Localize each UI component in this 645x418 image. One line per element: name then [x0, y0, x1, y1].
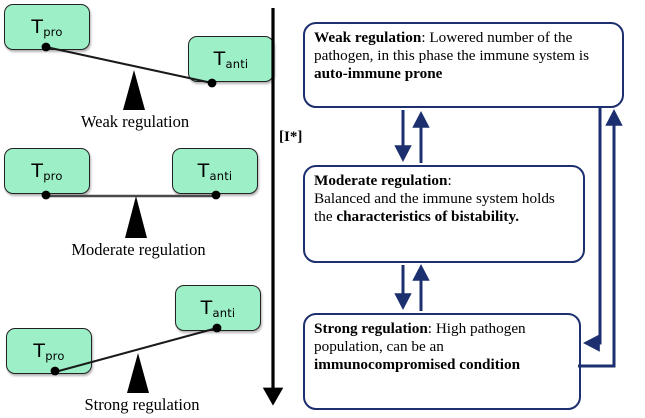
balance-weak-fulcrum: [123, 70, 145, 110]
balance-moderate-fulcrum: [125, 196, 147, 238]
balance-weak-caption: Weak regulation: [80, 112, 190, 131]
tanti-label: Tanti: [197, 159, 233, 183]
note-sep-weak: :: [421, 29, 430, 46]
note-text-strong: Strong regulation: High pathogen populat…: [314, 320, 571, 374]
note-heading-strong: Strong regulation: [314, 320, 428, 337]
balance-strong-caption: Strong regulation: [84, 395, 200, 414]
tpro-label: Tpro: [33, 339, 65, 363]
tanti-label: Tanti: [213, 47, 249, 71]
axis-label-istar: [I*]: [279, 129, 303, 145]
note-emphasis-weak: auto-immune prone: [314, 64, 443, 82]
beam-pivot-dot-left: [41, 42, 51, 52]
balance-weak-beam: [45, 45, 213, 85]
note-body-strong: High pathogen population, can be an: [314, 320, 526, 355]
beam-pivot-dot-right: [211, 190, 221, 200]
beam-pivot-dot-left: [50, 366, 60, 376]
balance-strong-beam: [54, 326, 218, 374]
note-sep-moderate: :: [447, 172, 452, 189]
note-box-moderate-regulation[interactable]: Moderate regulation: Balanced and the im…: [303, 165, 585, 263]
beam-pivot-dot-right: [207, 78, 217, 88]
tpro-label: Tpro: [31, 15, 63, 39]
note-box-strong-regulation[interactable]: Strong regulation: High pathogen populat…: [303, 313, 581, 410]
note-text-weak: Weak regulation: Lowered number of the p…: [314, 29, 614, 83]
note-emphasis-strong: immunocompromised condition: [314, 355, 521, 373]
arrow-strong-to-weak-feedback: [578, 108, 623, 368]
note-heading-weak: Weak regulation: [314, 29, 422, 46]
note-text-moderate: Moderate regulation: Balanced and the im…: [314, 172, 575, 226]
balance-moderate-node-tpro: Tpro: [4, 148, 90, 194]
beam-pivot-dot-left: [41, 190, 51, 200]
note-box-weak-regulation[interactable]: Weak regulation: Lowered number of the p…: [303, 22, 624, 108]
note-body-moderate: Balanced and the immune system holds the: [314, 189, 555, 225]
arrow-weak-to-strong-feedback: [582, 107, 602, 352]
balance-weak-node-tpro: Tpro: [4, 4, 90, 50]
balance-moderate-caption: Moderate regulation: [71, 240, 206, 259]
beam-pivot-dot-right: [212, 323, 222, 333]
note-heading-moderate: Moderate regulation: [314, 172, 448, 189]
note-body-weak: Lowered number of the pathogen, in this …: [314, 29, 590, 64]
tanti-label: Tanti: [200, 296, 236, 320]
balance-moderate-node-tanti: Tanti: [172, 148, 258, 194]
balance-weak-node-tanti: Tanti: [188, 36, 274, 82]
tpro-label: Tpro: [31, 159, 63, 183]
note-emphasis-moderate: characteristics of bistability.: [336, 207, 520, 225]
note-sep-strong: :: [427, 320, 436, 337]
balance-strong-fulcrum: [127, 353, 149, 393]
